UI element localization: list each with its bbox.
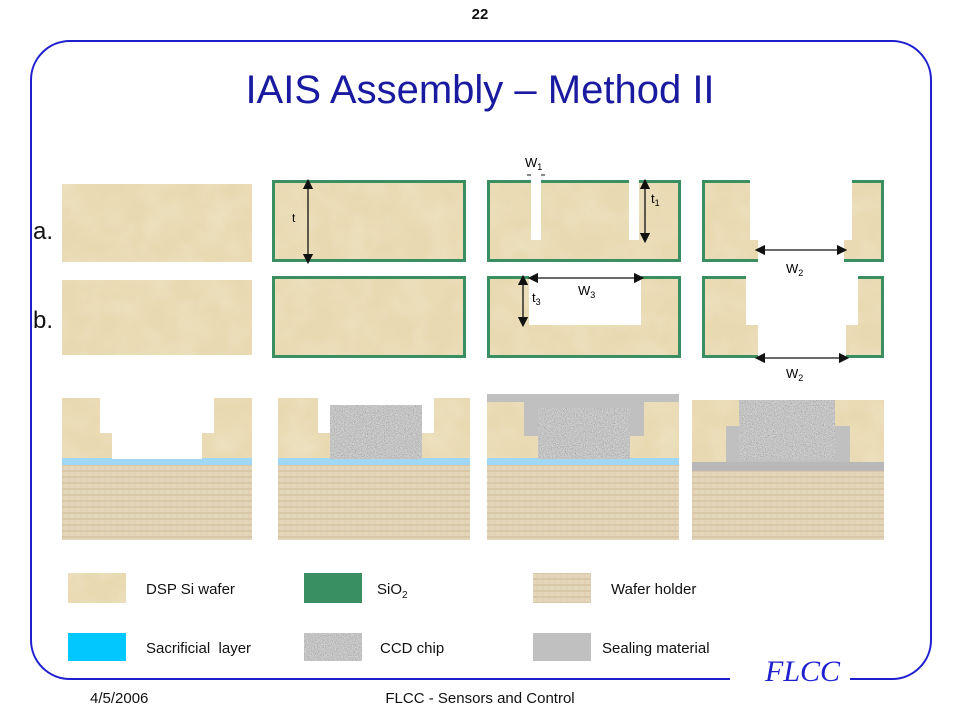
legend-swatch-sealing-material [533, 633, 591, 661]
row-a-step-2-oxidized [272, 180, 466, 262]
row-b-step-4-opening [702, 272, 884, 362]
legend-swatch-sio2 [304, 573, 362, 603]
legend-swatch-dsp-si-wafer [68, 573, 126, 603]
legend-label-sio2: SiO2 [377, 581, 408, 601]
assembly-step-3 [487, 394, 679, 540]
legend-swatch-ccd-chip [304, 633, 362, 661]
assembly-step-4 [692, 400, 884, 540]
assembly-step-2 [278, 395, 470, 540]
dim-w2-label-a: W2 [786, 261, 803, 278]
legend-swatch-wafer-holder [533, 573, 591, 603]
legend-label-sealing-material: Sealing material [602, 640, 710, 657]
dim-w3-label: W3 [578, 283, 595, 300]
legend-swatch-sacrificial-layer [68, 633, 126, 661]
row-a-step-3-trench [487, 176, 681, 262]
row-b-step-2-oxidized [272, 276, 466, 358]
row-a-step-4-opening [702, 176, 884, 266]
row-a-step-1-wafer [62, 184, 252, 262]
legend-label-ccd-chip: CCD chip [380, 640, 445, 657]
assembly-step-1 [62, 395, 252, 540]
dim-w2-label-b: W2 [786, 366, 803, 383]
legend-label-dsp-si-wafer: DSP Si wafer [146, 581, 235, 598]
legend-label-sacrificial-layer: Sacrificial layer [146, 640, 252, 657]
slide-number: 22 [471, 6, 489, 23]
footer-title: FLCC - Sensors and Control [385, 690, 575, 707]
dim-w1-label: W1 [525, 155, 542, 172]
dim-t1-label: t1 [651, 191, 660, 208]
dim-t-label: t [292, 211, 296, 225]
footer-date: 4/5/2006 [90, 690, 149, 707]
flcc-logo: FLCC [765, 655, 841, 688]
frame-gap [730, 670, 850, 684]
legend-label-wafer-holder: Wafer holder [611, 581, 697, 598]
row-label-b: b. [33, 307, 54, 334]
page-title: IAIS Assembly – Method II [245, 68, 715, 112]
row-label-a: a. [33, 218, 54, 245]
row-b-step-1-wafer [62, 280, 252, 355]
slide-frame [30, 40, 932, 680]
dim-t3-label: t3 [532, 290, 541, 307]
